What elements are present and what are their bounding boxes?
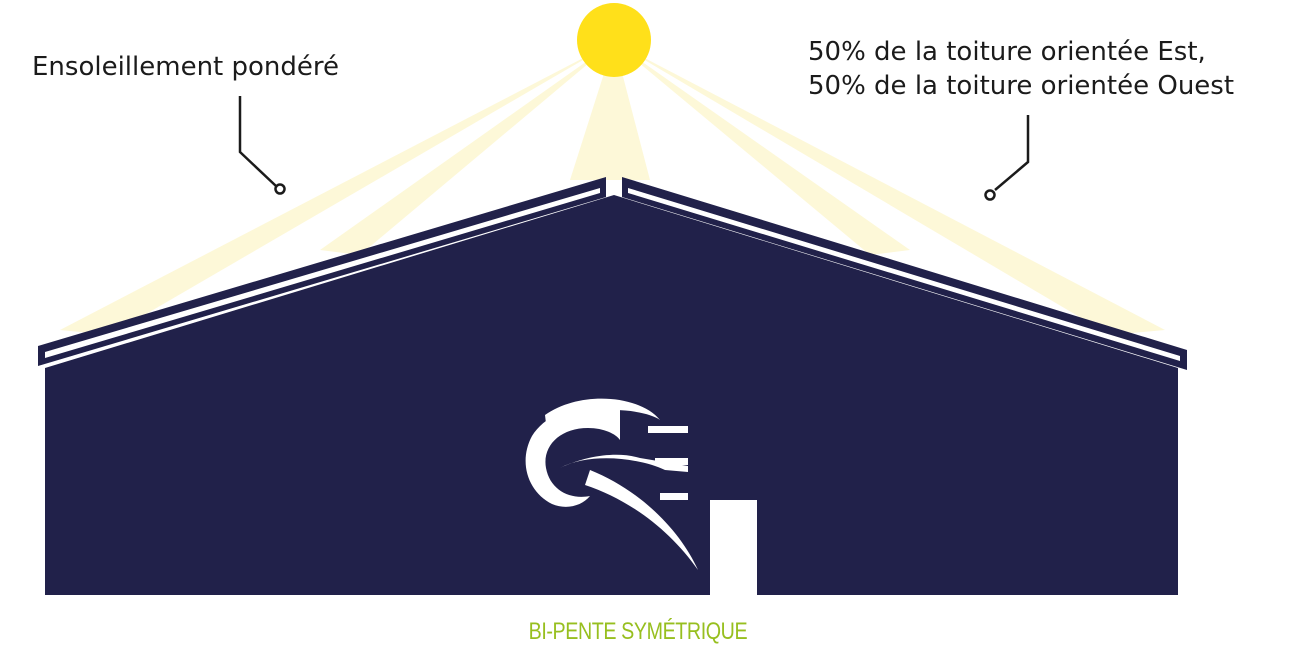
- sun-ray: [614, 42, 910, 255]
- door: [710, 500, 757, 595]
- sun-ray: [60, 42, 614, 335]
- building-body: [45, 195, 1178, 595]
- cre-logo: [525, 398, 698, 570]
- roof-right-slope: [622, 177, 1187, 370]
- callout-orientation-line-west: 50% de la toiture orientée Ouest: [808, 71, 1235, 101]
- sun-icon: [577, 3, 651, 77]
- sun-ray: [614, 42, 1165, 335]
- callout-orientation-label: 50% de la toiture orientée Est, 50% de l…: [808, 35, 1234, 103]
- callout-sunlight-label: Ensoleillement pondéré: [32, 52, 340, 82]
- sun-ray: [570, 42, 650, 180]
- callout-leader-left: [238, 96, 286, 195]
- sun-rays: [60, 42, 1165, 335]
- diagram-caption: BI-PENTE SYMÉTRIQUE: [528, 618, 748, 645]
- callout-orientation-line-east: 50% de la toiture orientée Est,: [808, 37, 1206, 67]
- sun-ray: [320, 42, 614, 255]
- roof-left-slope: [38, 177, 606, 366]
- callout-leader-right: [984, 115, 1030, 201]
